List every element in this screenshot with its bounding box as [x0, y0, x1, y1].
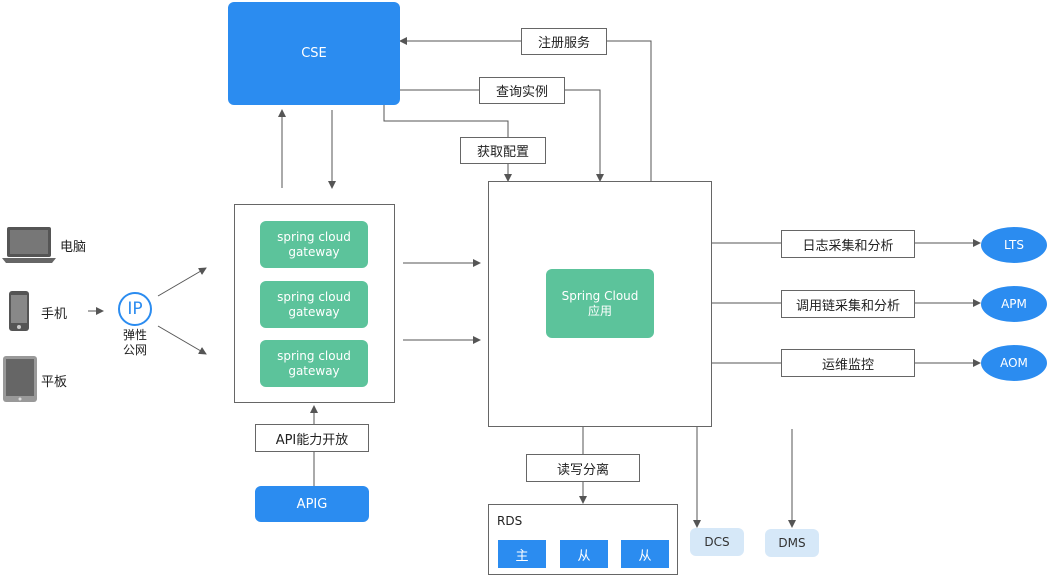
apig-label: APIG — [296, 496, 328, 512]
app-label: Spring Cloud 应用 — [561, 288, 639, 318]
rds-node-label: 从 — [638, 548, 652, 564]
gateway-node[interactable]: spring cloud gateway — [260, 281, 368, 328]
device-label-laptop: 电脑 — [60, 240, 87, 255]
apm-service[interactable]: APM — [981, 286, 1047, 322]
gateway-node[interactable]: spring cloud gateway — [260, 221, 368, 268]
rds-replica-node[interactable]: 从 — [621, 540, 669, 568]
apig-node[interactable]: APIG — [255, 486, 369, 522]
gateway-label: spring cloud gateway — [277, 229, 351, 259]
gateway-label: spring cloud gateway — [277, 348, 351, 378]
rds-title: RDS — [497, 514, 523, 528]
device-label-phone: 手机 — [41, 307, 68, 322]
log-collect-label: 日志采集和分析 — [781, 230, 915, 258]
laptop-icon — [2, 227, 56, 263]
cse-label: CSE — [301, 46, 327, 61]
query-instance-label: 查询实例 — [479, 77, 565, 104]
dms-label: DMS — [778, 536, 806, 550]
eip-icon: IP — [118, 292, 152, 326]
trace-collect-label: 调用链采集和分析 — [781, 290, 915, 318]
device-label-tablet: 平板 — [41, 375, 68, 390]
tablet-icon — [3, 356, 37, 402]
eip-glyph: IP — [127, 299, 143, 319]
ops-monitor-label: 运维监控 — [781, 349, 915, 377]
device-laptop: 电脑 — [2, 225, 92, 265]
rds-node-label: 从 — [577, 548, 591, 564]
aom-service[interactable]: AOM — [981, 345, 1047, 381]
eip-label: 弹性 公网 — [122, 328, 147, 357]
gateway-node[interactable]: spring cloud gateway — [260, 340, 368, 387]
get-config-label: 获取配置 — [460, 137, 546, 164]
phone-icon — [9, 291, 29, 331]
device-tablet: 平板 — [2, 355, 82, 405]
rds-cluster: RDS 主 从 从 — [488, 504, 678, 575]
lts-service[interactable]: LTS — [981, 227, 1047, 263]
eip-node: IP 弹性 公网 — [110, 292, 164, 362]
register-service-label: 注册服务 — [521, 28, 607, 55]
device-phone: 手机 — [8, 290, 88, 332]
apm-label: APM — [1001, 297, 1027, 311]
app-container — [488, 181, 712, 427]
lts-label: LTS — [1004, 238, 1024, 252]
rds-primary-node[interactable]: 主 — [498, 540, 546, 568]
spring-cloud-app[interactable]: Spring Cloud 应用 — [546, 269, 654, 338]
rds-replica-node[interactable]: 从 — [560, 540, 608, 568]
dcs-label: DCS — [704, 535, 730, 549]
cse-node[interactable]: CSE — [228, 2, 400, 105]
dms-service[interactable]: DMS — [765, 529, 819, 557]
rw-split-label: 读写分离 — [526, 454, 640, 482]
api-open-label: API能力开放 — [255, 424, 369, 452]
gateway-label: spring cloud gateway — [277, 289, 351, 319]
dcs-service[interactable]: DCS — [690, 528, 744, 556]
rds-node-label: 主 — [515, 548, 529, 564]
aom-label: AOM — [1000, 356, 1028, 370]
